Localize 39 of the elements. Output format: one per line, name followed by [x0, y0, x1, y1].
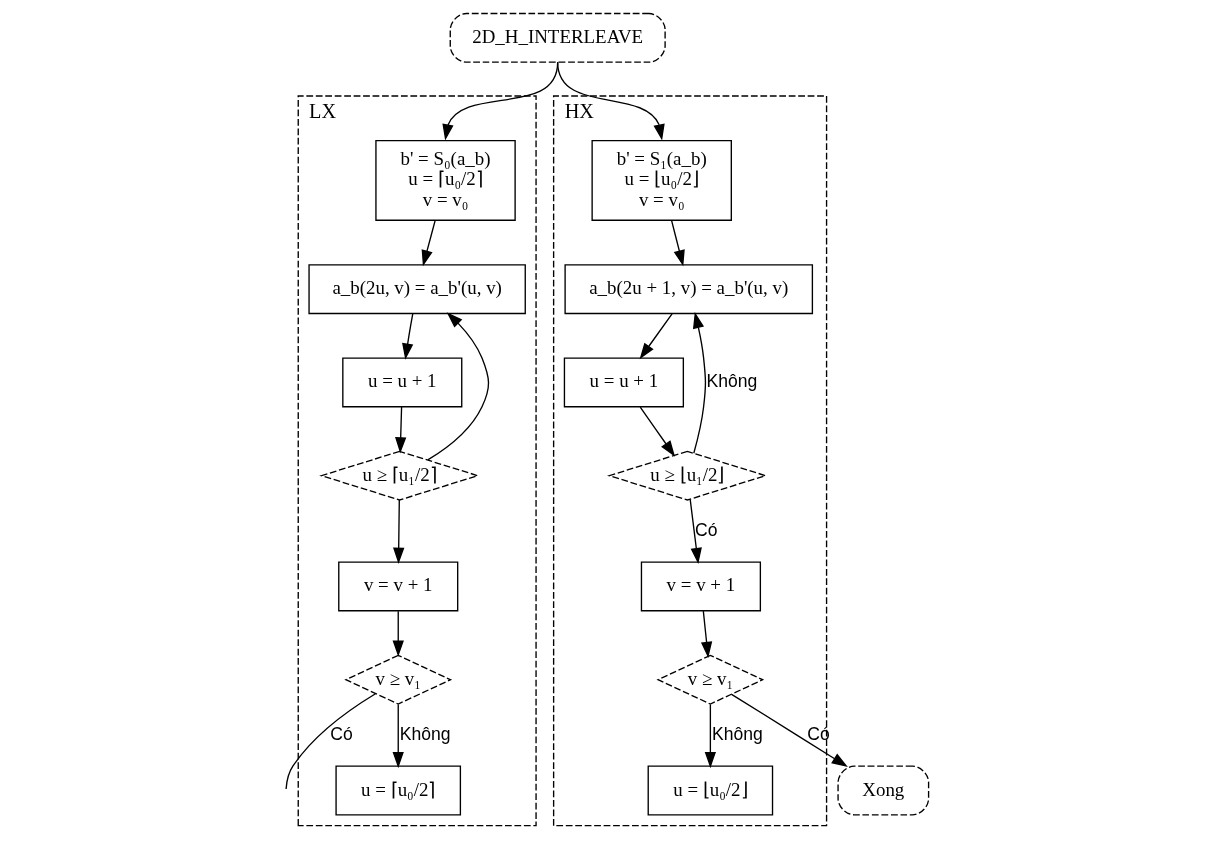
edge-label: Có — [330, 723, 353, 744]
edge-label: Không — [399, 723, 451, 744]
node-box: b' = S₁(a_b) u = ⌊u₀/2⌋ v = v₀ — [591, 139, 732, 221]
arrow — [704, 703, 717, 769]
arrow — [557, 61, 665, 141]
arrow — [700, 610, 713, 659]
arrow — [392, 610, 404, 657]
node-box: v = v + 1 — [640, 561, 762, 612]
node-diamond: v ≥ v₁ — [344, 654, 453, 705]
arrow — [692, 312, 707, 454]
node-box: b' = S₀(a_b) u = ⌈u₀/2⌉ v = v₀ — [375, 139, 516, 221]
node-box: u = u + 1 — [342, 357, 463, 408]
node-box: u = ⌊u₀/2⌋ — [647, 765, 774, 816]
node-diamond: u ≥ ⌈u₁/2⌉ — [319, 450, 480, 501]
arrow — [421, 220, 436, 267]
connector — [285, 693, 377, 790]
arrow — [427, 312, 490, 461]
node-box: u = ⌈u₀/2⌉ — [335, 765, 462, 816]
arrow — [392, 703, 404, 769]
node-box: a_b(2u, v) = a_b'(u, v) — [308, 264, 526, 315]
arrow — [393, 499, 405, 564]
arrow — [639, 313, 673, 360]
node-box: Xong — [837, 765, 930, 816]
edge-label: Không — [706, 371, 758, 392]
edge-label: Có — [807, 723, 830, 744]
node-diamond: u ≥ ⌊u₁/2⌋ — [607, 450, 768, 501]
arrow — [402, 313, 414, 360]
arrow — [689, 498, 702, 565]
node-diamond: v ≥ v₁ — [656, 654, 765, 705]
edge-label: Không — [712, 723, 763, 744]
node-box: a_b(2u + 1, v) = a_b'(u, v) — [564, 264, 814, 315]
arrow — [395, 406, 407, 454]
node-box: 2D_H_INTERLEAVE — [449, 12, 666, 63]
node-box: u = u + 1 — [563, 357, 685, 408]
edge-label: Có — [695, 519, 718, 540]
arrow — [670, 220, 685, 267]
arrow — [639, 406, 676, 457]
arrow — [730, 693, 848, 767]
node-box: v = v + 1 — [338, 561, 459, 612]
